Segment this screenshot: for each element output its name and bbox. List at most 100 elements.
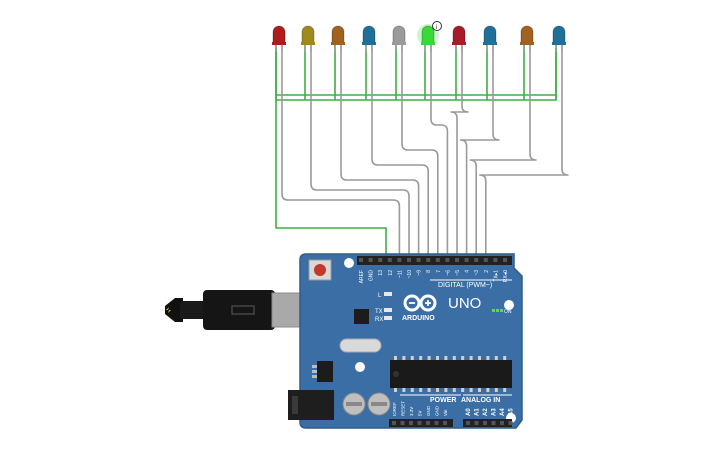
- header-pin[interactable]: [400, 421, 405, 425]
- logo-loop-right: [419, 294, 437, 312]
- header-pin[interactable]: [508, 421, 513, 425]
- header-pin[interactable]: [409, 421, 413, 425]
- chip-pin: [410, 388, 414, 392]
- header-pin[interactable]: [426, 421, 430, 425]
- led[interactable]: [272, 25, 286, 52]
- regulator-pin: [312, 365, 317, 368]
- usb-plug: [203, 290, 275, 330]
- on-label: ON: [504, 309, 512, 315]
- usb-chip: [354, 309, 369, 324]
- reset-button-cap[interactable]: [314, 264, 326, 276]
- digital-pin-label: TX▸1: [493, 270, 499, 282]
- mounting-hole: [355, 362, 365, 372]
- led-rim: [362, 42, 376, 45]
- led[interactable]: [452, 25, 466, 52]
- bottom-header-pins: [392, 421, 513, 425]
- led-rim: [520, 42, 534, 45]
- chip-pin: [444, 388, 448, 392]
- capacitor-mark: [346, 402, 362, 406]
- header-pin[interactable]: [464, 258, 469, 262]
- l-led: [384, 292, 392, 296]
- led[interactable]: [331, 25, 345, 52]
- led[interactable]: [552, 25, 566, 52]
- analog-label: ANALOG IN: [461, 397, 500, 404]
- signal-wire[interactable]: [430, 45, 449, 262]
- header-pin[interactable]: [500, 421, 504, 425]
- signal-wire[interactable]: [371, 45, 429, 262]
- digital-pin-label: 4: [465, 270, 471, 273]
- header-pin[interactable]: [359, 258, 363, 262]
- signal-wire[interactable]: [401, 45, 439, 262]
- led[interactable]: [301, 25, 315, 52]
- header-pin[interactable]: [368, 258, 373, 262]
- info-badge[interactable]: i: [432, 21, 442, 32]
- signal-wire[interactable]: [479, 45, 569, 262]
- led-rim: [421, 42, 435, 45]
- tx-label: TX: [375, 309, 383, 315]
- signal-wire[interactable]: [281, 45, 401, 262]
- header-pin[interactable]: [407, 258, 411, 262]
- led[interactable]: [392, 25, 406, 52]
- header-pin[interactable]: [387, 258, 392, 262]
- header-pin[interactable]: [443, 421, 447, 425]
- header-pin[interactable]: [483, 258, 488, 262]
- header-pin[interactable]: [416, 258, 421, 262]
- led[interactable]: [520, 25, 534, 52]
- chip-pins: [394, 356, 507, 392]
- led-rim: [272, 42, 286, 45]
- header-pin[interactable]: [445, 258, 450, 262]
- led-rim: [392, 42, 406, 45]
- digital-pin-label: RX◂0: [503, 270, 509, 282]
- header-pin[interactable]: [392, 421, 396, 425]
- chip-pin: [402, 356, 406, 360]
- chip-pin: [419, 388, 423, 392]
- wires: [275, 45, 569, 262]
- chip-pin: [486, 356, 490, 360]
- header-pin[interactable]: [474, 421, 479, 425]
- digital-pin-label: AREF: [359, 270, 365, 283]
- header-pin[interactable]: [503, 258, 507, 262]
- chip-pin: [427, 356, 431, 360]
- led[interactable]: [483, 25, 497, 52]
- info-icon: [432, 21, 442, 31]
- led-rim: [452, 42, 466, 45]
- header-pin[interactable]: [466, 421, 470, 425]
- digital-pin-label: GND: [369, 270, 375, 282]
- header-pin[interactable]: [435, 258, 440, 262]
- header-pin[interactable]: [491, 421, 496, 425]
- header-pin[interactable]: [397, 258, 402, 262]
- header-pin[interactable]: [426, 258, 431, 262]
- led-body: [362, 25, 376, 44]
- led-body: [483, 25, 497, 44]
- signal-wire[interactable]: [340, 45, 420, 262]
- header-pin[interactable]: [434, 421, 439, 425]
- signal-wire[interactable]: [469, 45, 537, 262]
- header-pin[interactable]: [417, 421, 422, 425]
- ground-wire[interactable]: [275, 48, 557, 101]
- crystal-oscillator: [339, 338, 382, 353]
- led-body: [301, 25, 315, 44]
- chip-pin: [478, 356, 481, 360]
- power-pin-label: GND: [426, 405, 431, 416]
- header-pin[interactable]: [474, 258, 479, 262]
- led-row: [272, 24, 566, 52]
- chip-pin: [494, 388, 498, 392]
- led[interactable]: [362, 25, 376, 52]
- signal-wire[interactable]: [459, 45, 500, 262]
- on-led: [496, 309, 499, 312]
- header-pin[interactable]: [455, 258, 459, 262]
- digital-pin-label: ~3: [474, 270, 480, 276]
- header-pin[interactable]: [378, 258, 383, 262]
- header-pin[interactable]: [483, 421, 487, 425]
- signal-wire[interactable]: [310, 45, 410, 262]
- header-pin[interactable]: [493, 258, 498, 262]
- signal-wire[interactable]: [450, 45, 469, 262]
- led-body: [520, 25, 534, 44]
- ground-wire[interactable]: [275, 100, 387, 262]
- led-body: [331, 25, 345, 44]
- chip-pin: [394, 356, 397, 360]
- analog-pin-label: A3: [492, 408, 498, 416]
